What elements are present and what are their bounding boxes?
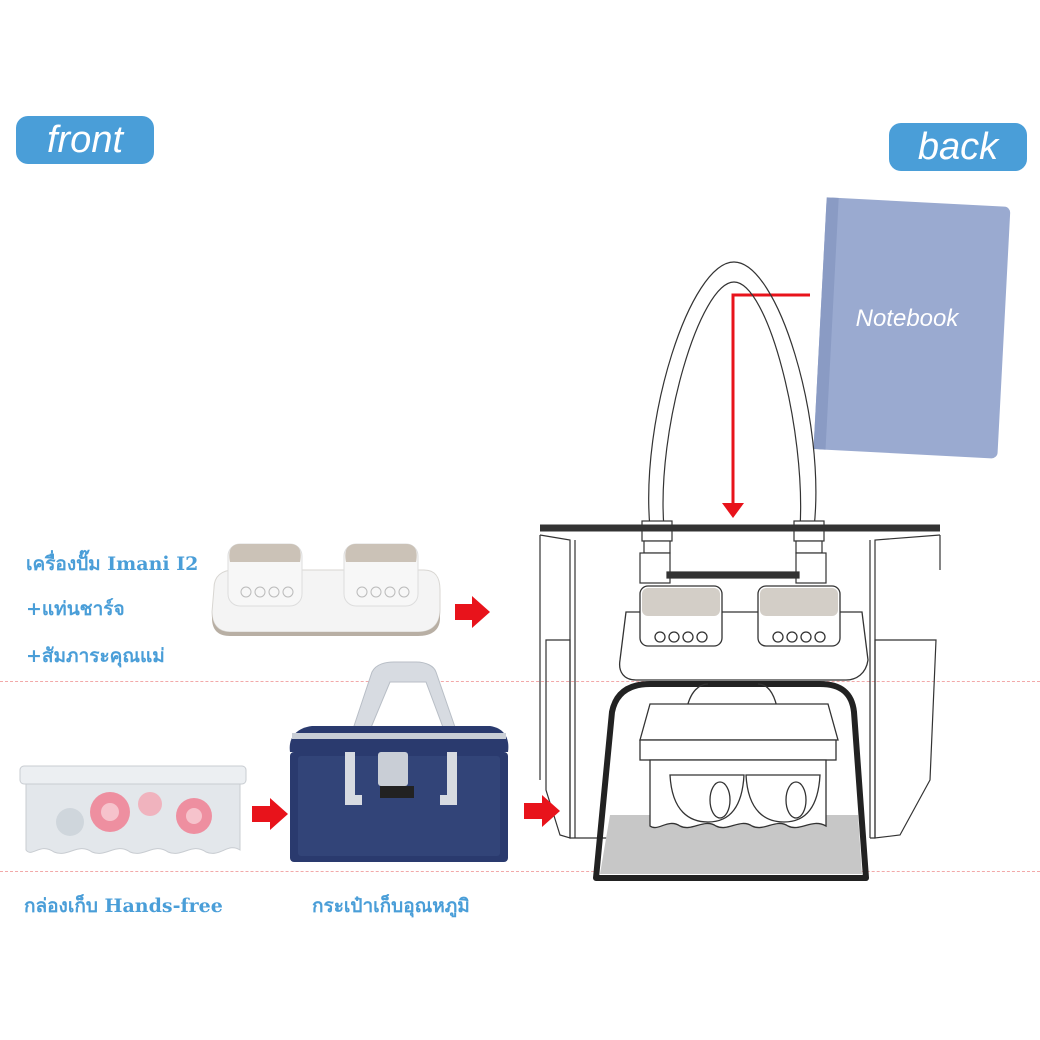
bag-cooler-icon — [639, 683, 839, 829]
storage-box-caption: กล่องเก็บ Hands-free — [24, 895, 223, 917]
breast-pump-icon — [211, 543, 441, 636]
tote-front-pocket — [593, 681, 869, 881]
arrow-right-icon — [455, 596, 490, 628]
back-label: back — [889, 123, 1027, 171]
cooler-bag-caption: กระเป๋าเก็บอุณหภูมิ — [312, 895, 470, 917]
cooler-bag-icon — [289, 661, 509, 862]
arrow-right-icon — [252, 798, 288, 830]
arrow-down-icon — [722, 293, 810, 518]
accessories-caption: +สัมภาระคุณแม่ — [26, 645, 165, 667]
guide-line-lower — [0, 871, 1040, 872]
bag-pump-icon — [618, 585, 869, 681]
storage-box-icon — [19, 765, 247, 854]
front-label: front — [16, 116, 154, 164]
notebook-icon — [813, 197, 1011, 459]
guide-line-upper — [0, 681, 1040, 682]
tote-bag-icon — [539, 261, 941, 839]
pump-caption: เครื่องปั๊ม Imani I2 — [26, 553, 199, 575]
charger-caption: +แท่นชาร์จ — [26, 598, 125, 620]
arrow-right-icon — [524, 795, 560, 827]
notebook-label: Notebook — [855, 305, 959, 332]
